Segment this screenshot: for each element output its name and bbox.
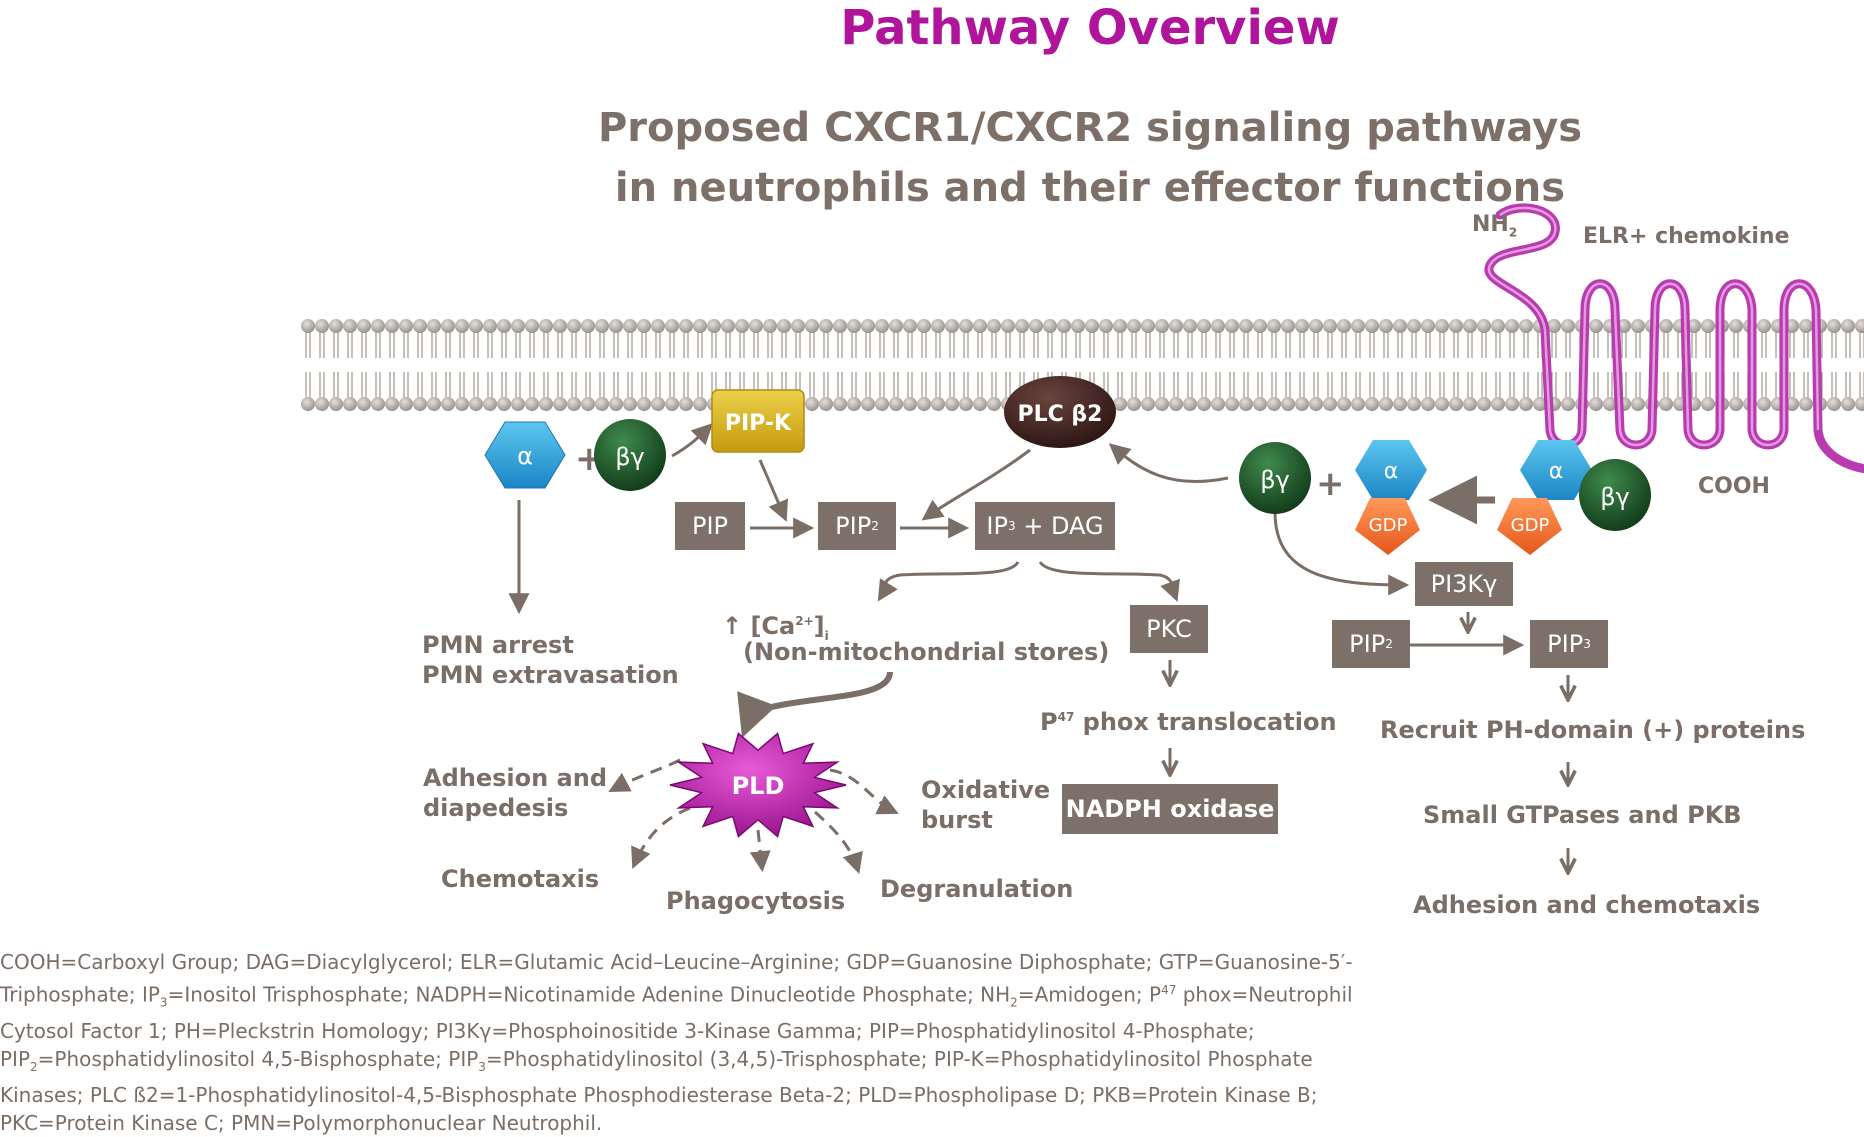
calcium-label: ↑ [Ca2+]i (722, 612, 829, 643)
right-beta-gamma-free: βγ (1239, 442, 1311, 514)
pathway-arrows (508, 423, 1568, 874)
pkc-box: PKC (1130, 605, 1208, 653)
chemotaxis-label: Chemotaxis (441, 865, 600, 893)
pip-box: PIP (675, 502, 745, 550)
plc-beta2-enzyme: PLC β2 (1004, 376, 1116, 448)
arrow-pld-to-oxidative (829, 768, 899, 815)
chemokine-label: ELR+ chemokine (1583, 224, 1790, 249)
svg-text:α: α (1384, 459, 1399, 484)
svg-text:βγ: βγ (1260, 466, 1290, 494)
arrow-ca-to-pld (737, 671, 893, 738)
p47-phox-label: P47 phox translocation (1040, 708, 1337, 736)
arrow-bg-to-pipk (671, 423, 713, 458)
cooh-label: COOH (1698, 474, 1770, 499)
adhesion-chemotaxis-label: Adhesion and chemotaxis (1413, 891, 1761, 919)
svg-text:PLD: PLD (732, 772, 785, 800)
svg-text:α: α (1549, 459, 1564, 484)
arrow-bg-to-plc (1108, 443, 1229, 483)
pip-k-enzyme: PIP-K (711, 389, 805, 453)
pmn-label: PMN arrest PMN extravasation (422, 631, 679, 689)
adhesion-diapedesis-label: Adhesion and diapedesis (423, 764, 608, 822)
phagocytosis-label: Phagocytosis (666, 887, 846, 915)
receptor-alpha-subunit: α (1520, 440, 1592, 500)
degranulation-label: Degranulation (880, 875, 1074, 903)
svg-text:PIP-K: PIP-K (725, 411, 792, 436)
calcium-stores-label: (Non-mitochondrial stores) (743, 638, 1110, 666)
arrow-bg-to-pi3k (1273, 511, 1410, 596)
arrow-pld-to-chemotaxis (631, 806, 691, 869)
nh2-label: NH2 (1472, 212, 1518, 240)
abbreviations-footnote: COOH=Carboxyl Group; DAG=Diacylglycerol;… (0, 950, 1353, 1135)
oxidative-burst-label: Oxidative burst (921, 776, 1051, 834)
svg-text:βγ: βγ (1600, 483, 1630, 511)
nadph-oxidase-box: NADPH oxidase (1062, 784, 1278, 834)
left-alpha-subunit: α (484, 421, 566, 489)
arrow-pipk-to-pip2 (758, 459, 788, 522)
arrow-pld-to-phagocytosis (749, 829, 771, 873)
svg-text:GDP: GDP (1511, 515, 1550, 536)
pi3k-box: PI3Kγ (1415, 562, 1513, 606)
svg-text:α: α (517, 442, 533, 470)
svg-text:PLC β2: PLC β2 (1017, 402, 1102, 427)
receptor-beta-gamma: βγ (1579, 459, 1651, 531)
arrow-pld-to-adhesion (608, 758, 681, 792)
plus-sign-right: + (1316, 464, 1345, 504)
small-gtpases-label: Small GTPases and PKB (1423, 801, 1742, 829)
pld-enzyme: PLD (669, 732, 847, 838)
arrow-ip3-to-ca (877, 561, 1020, 602)
subtitle-line-2: in neutrophils and their effector functi… (614, 165, 1566, 211)
svg-text:βγ: βγ (615, 443, 645, 471)
svg-text:GDP: GDP (1369, 515, 1408, 536)
arrow-dag-to-pkc (1038, 560, 1180, 602)
right-alpha-free: α (1355, 440, 1427, 500)
subtitle-line-1: Proposed CXCR1/CXCR2 signaling pathways (597, 105, 1583, 151)
recruit-ph-label: Recruit PH-domain (+) proteins (1380, 716, 1806, 744)
diagram-subtitle: Proposed CXCR1/CXCR2 signaling pathways … (0, 98, 1864, 218)
arrow-plc-to-pip2 (921, 448, 1031, 521)
left-beta-gamma-subunit: βγ (594, 419, 666, 491)
receptor-gdp: GDP (1497, 498, 1562, 555)
gdp-free: GDP (1355, 498, 1420, 555)
arrow-pld-to-degranulation (813, 810, 863, 874)
page-title: Pathway Overview (840, 0, 1340, 56)
